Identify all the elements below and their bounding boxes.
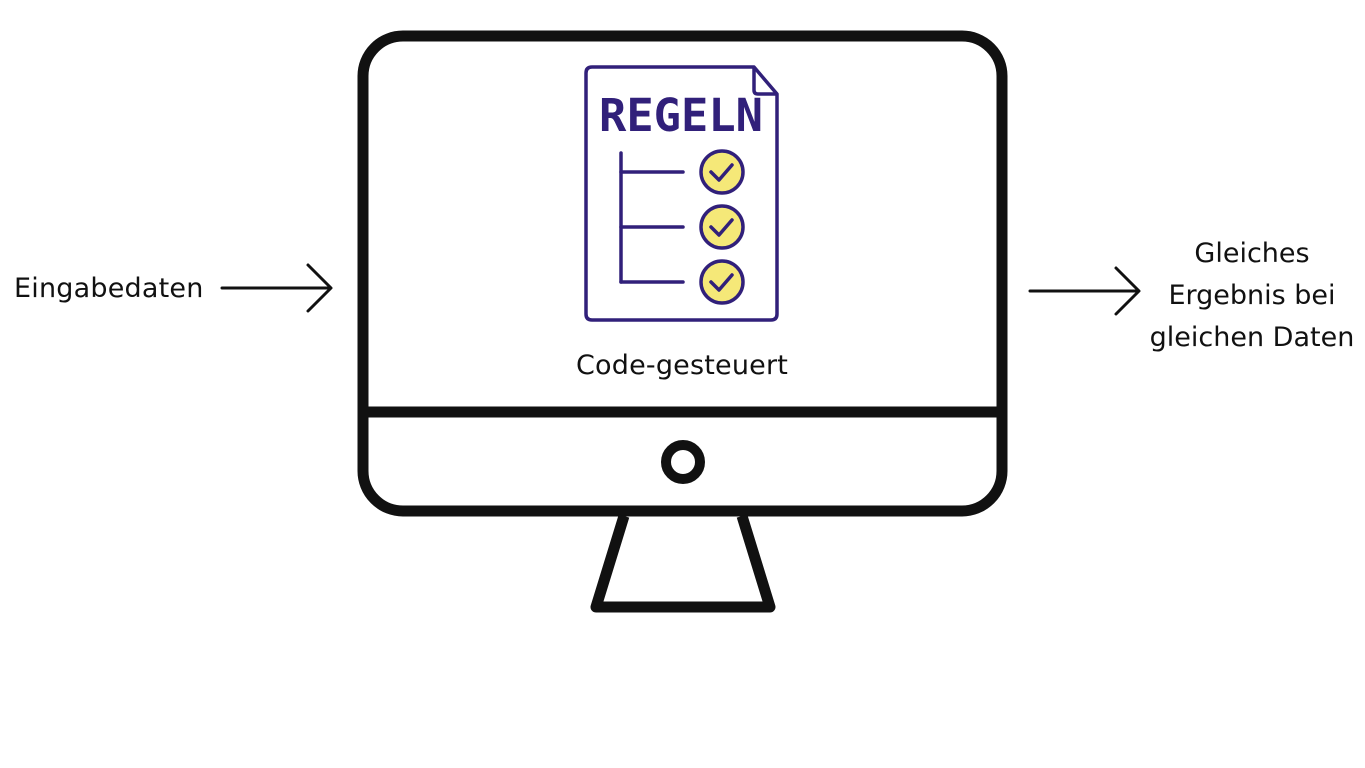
output-line: Gleiches <box>1194 238 1310 269</box>
monitor-stand <box>590 514 776 613</box>
check-circle-icon <box>699 149 745 195</box>
document-fold <box>752 67 777 96</box>
check-circle-icon <box>699 259 745 305</box>
document-heading: REGELN <box>599 89 763 142</box>
input-label: Eingabedaten <box>14 273 204 304</box>
check-circle-icon <box>699 204 745 250</box>
output-line: gleichen Daten <box>1149 322 1355 353</box>
monitor-frame <box>357 30 1008 517</box>
rules-document-icon: REGELN <box>584 65 779 322</box>
output-arrow-icon <box>1028 266 1141 316</box>
checklist-tree <box>619 151 685 284</box>
desktop-monitor-icon <box>357 30 1008 613</box>
monitor-button-icon <box>661 440 705 484</box>
input-arrow-icon <box>220 263 333 313</box>
output-line: Ergebnis bei <box>1168 280 1336 311</box>
monitor-caption: Code-gesteuert <box>575 350 789 381</box>
output-label: Gleiches Ergebnis bei gleichen Daten <box>1136 233 1365 359</box>
document-outline <box>584 65 779 322</box>
